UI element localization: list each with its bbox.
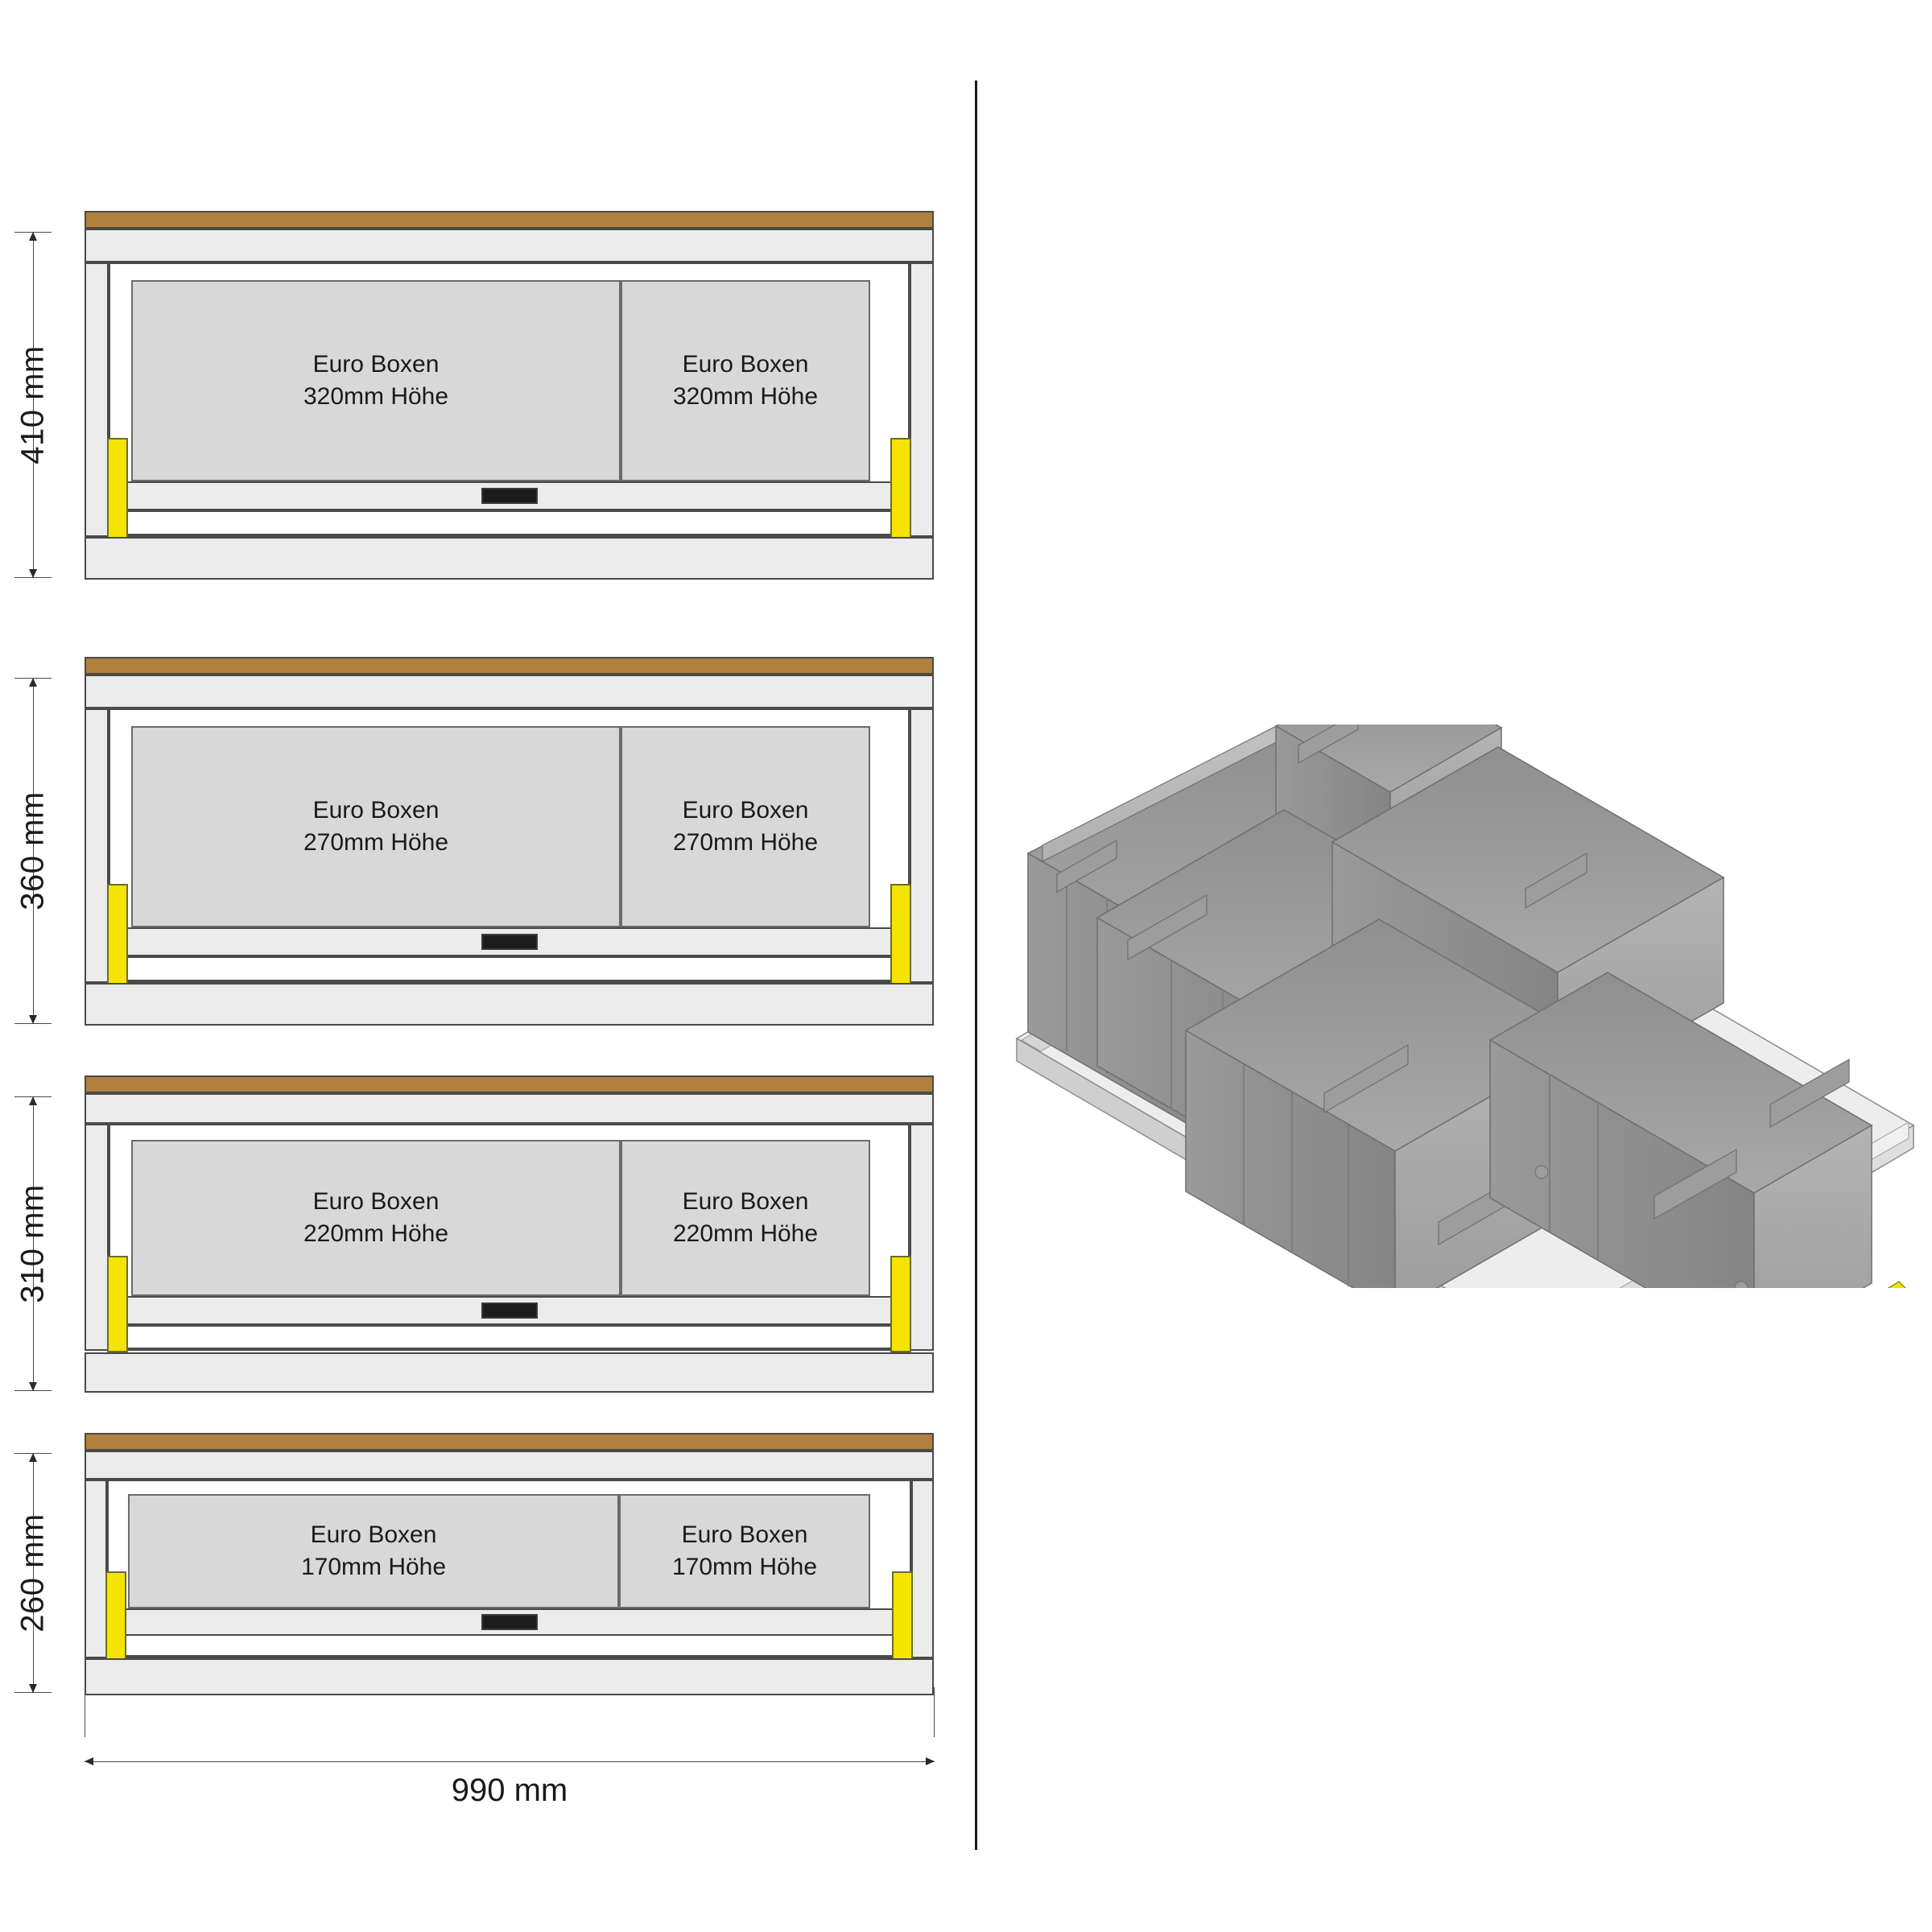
pullout-tray: Euro Boxen 170mm Höhe Euro Boxen 170mm H… [107, 1480, 911, 1658]
euro-box-left: Euro Boxen 320mm Höhe [131, 280, 621, 481]
euro-box-name: Euro Boxen [312, 1187, 440, 1215]
pullout-tray: Euro Boxen 220mm Höhe Euro Boxen 220mm H… [109, 1124, 910, 1351]
pull-handle[interactable] [481, 1614, 538, 1630]
drawer-section-360: Euro Boxen 270mm Höhe Euro Boxen 270mm H… [85, 657, 934, 1026]
euro-box-right: Euro Boxen 270mm Höhe [621, 726, 870, 927]
carcass-side-right [910, 708, 934, 983]
tray-floor-panel [110, 1296, 908, 1325]
carcass-side-right [911, 1480, 934, 1658]
euro-box-height: 170mm Höhe [300, 1554, 447, 1580]
euro-box-name: Euro Boxen [312, 796, 440, 824]
lock-clip-right [892, 1571, 913, 1660]
carcass-bottom-panel [85, 1352, 934, 1393]
dimension-label: 410 mm [14, 345, 51, 464]
carcass-bottom-panel [85, 983, 934, 1026]
tray-rail-panel [110, 1325, 908, 1349]
euro-box-right: Euro Boxen 220mm Höhe [621, 1140, 870, 1296]
pull-handle[interactable] [481, 488, 538, 504]
euro-box-name: Euro Boxen [682, 1187, 809, 1215]
carcass-bottom-panel [85, 537, 934, 580]
tray-floor-panel [110, 927, 908, 956]
lock-clip-right [890, 884, 911, 985]
carcass-top-panel [85, 675, 934, 708]
lock-clip-right [890, 438, 911, 539]
euro-box-height: 220mm Höhe [303, 1220, 449, 1247]
carcass-top-panel [85, 229, 934, 262]
euro-box-height: 320mm Höhe [303, 383, 449, 410]
drawer-section-260: Euro Boxen 170mm Höhe Euro Boxen 170mm H… [85, 1433, 934, 1695]
euro-box-name: Euro Boxen [310, 1521, 437, 1548]
pullout-tray: Euro Boxen 270mm Höhe Euro Boxen 270mm H… [109, 708, 910, 983]
carcass-side-right [910, 262, 934, 537]
tray-floor-panel [109, 1608, 910, 1636]
worktop-panel [85, 657, 934, 675]
panel-divider [975, 80, 977, 1850]
worktop-panel [85, 211, 934, 229]
tray-rail-panel [110, 956, 908, 981]
euro-box-name: Euro Boxen [312, 350, 440, 378]
lock-clip-left [105, 1571, 126, 1660]
lock-clip-left [107, 1256, 128, 1352]
dimension-label: 360 mm [14, 791, 51, 910]
drawer-section-310: Euro Boxen 220mm Höhe Euro Boxen 220mm H… [85, 1075, 934, 1393]
dimension-width-990: 990 mm [85, 1687, 935, 1808]
drawer-section-410: Euro Boxen 320mm Höhe Euro Boxen 320mm H… [85, 211, 934, 580]
dimension-height-310: 310 mm [10, 1096, 56, 1391]
lock-clip-left [107, 884, 128, 985]
euro-box-right: Euro Boxen 320mm Höhe [621, 280, 870, 481]
pullout-tray: Euro Boxen 320mm Höhe Euro Boxen 320mm H… [109, 262, 910, 537]
euro-box-height: 170mm Höhe [671, 1554, 818, 1580]
euro-box-height: 220mm Höhe [672, 1220, 819, 1247]
dimension-label: 990 mm [451, 1773, 568, 1808]
isometric-render [1010, 724, 1920, 1288]
euro-box-front-right [1488, 972, 1873, 1288]
carcass-top-panel [85, 1451, 934, 1480]
euro-box-left: Euro Boxen 220mm Höhe [131, 1140, 621, 1296]
euro-box-left: Euro Boxen 170mm Höhe [128, 1494, 619, 1608]
dimension-label: 260 mm [14, 1513, 51, 1633]
dimension-label: 310 mm [14, 1184, 51, 1303]
lock-clip-left [107, 438, 128, 539]
euro-box-right: Euro Boxen 170mm Höhe [619, 1494, 870, 1608]
render-svg [1015, 724, 1915, 1288]
carcass-side-right [910, 1124, 934, 1351]
tray-rail-panel [109, 1634, 910, 1657]
pull-handle[interactable] [481, 934, 538, 950]
carcass-bottom-panel [85, 1658, 934, 1695]
euro-box-left: Euro Boxen 270mm Höhe [131, 726, 621, 927]
tray-rail-panel [110, 510, 908, 535]
euro-box-height: 270mm Höhe [303, 829, 449, 856]
euro-box-name: Euro Boxen [681, 1521, 808, 1548]
carcass-top-panel [85, 1093, 934, 1124]
lock-clip-right [890, 1256, 911, 1352]
euro-box-height: 270mm Höhe [672, 829, 819, 856]
carcass-side-left [85, 1124, 109, 1351]
yellow-lock-clip-right [1887, 1281, 1906, 1288]
pull-handle[interactable] [481, 1302, 538, 1319]
carcass-side-left [85, 262, 109, 537]
euro-box-name: Euro Boxen [682, 796, 809, 824]
euro-box-height: 320mm Höhe [672, 383, 819, 410]
dimension-height-260: 260 mm [10, 1453, 56, 1693]
worktop-panel [85, 1075, 934, 1093]
carcass-side-left [85, 1480, 107, 1658]
carcass-side-left [85, 708, 109, 983]
worktop-panel [85, 1433, 934, 1451]
dimension-height-410: 410 mm [10, 232, 56, 578]
tray-floor-panel [110, 481, 908, 510]
euro-box-name: Euro Boxen [682, 350, 809, 378]
dimension-height-360: 360 mm [10, 678, 56, 1024]
